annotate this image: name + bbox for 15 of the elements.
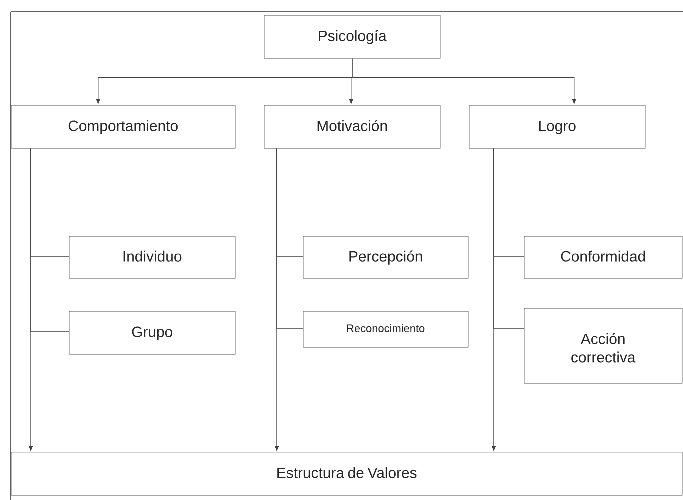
item-box: Percepción (303, 236, 469, 279)
item-box: Individuo (69, 236, 236, 279)
item-box: Grupo (69, 311, 236, 355)
arrow (352, 58, 577, 104)
category-box: Motivación (264, 105, 441, 149)
base-box: Estructura de Valores (11, 452, 683, 496)
connector-line (276, 148, 304, 330)
connector-line (494, 148, 524, 330)
item-box: Acción correctiva (524, 308, 683, 384)
category-box: Logro (469, 105, 646, 149)
item-box: Conformidad (524, 236, 683, 279)
connector-line (30, 148, 70, 332)
category-box: Comportamiento (11, 105, 236, 149)
item-box: Reconocimiento (303, 311, 469, 348)
root-box: Psicología (264, 15, 441, 59)
